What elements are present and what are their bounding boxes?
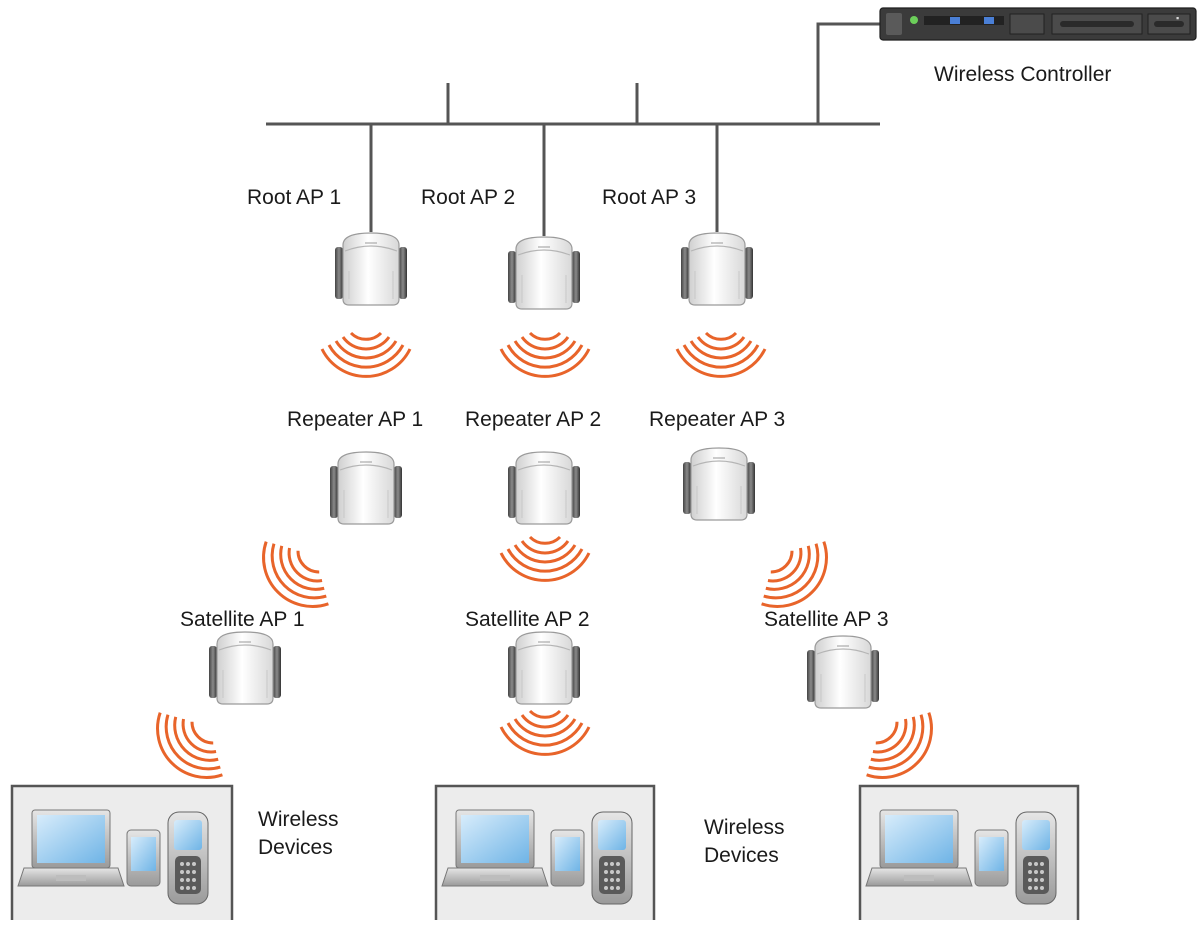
root-ap-3-icon [680,232,754,306]
repeater-ap-2-icon [507,451,581,525]
wireless-controller-label: Wireless Controller [934,63,1112,86]
device-group-2 [434,784,656,925]
repeater-ap-1-label: Repeater AP 1 [287,408,424,431]
root-ap-2-icon [507,236,581,310]
wireless-devices-label-1: Wireless Devices [258,806,339,862]
wireless-signal-icon [499,331,591,378]
svg-text:▪: ▪ [1176,13,1179,23]
wireless-devices-label-line2: Devices [258,836,333,859]
wireless-signal-icon [499,535,591,582]
root-ap-1-label: Root AP 1 [247,186,342,209]
device-group-3 [858,784,1080,925]
wireless-devices-label-line2: Devices [704,844,779,867]
root-ap-3-label: Root AP 3 [602,186,697,209]
satellite-ap-1-icon [208,631,282,705]
wireless-signal-icon [139,699,236,796]
satellite-ap-3-label: Satellite AP 3 [764,608,889,631]
wireless-devices-label-line1: Wireless [704,816,785,839]
wireless-devices-label-line1: Wireless [258,808,339,831]
satellite-ap-1-label: Satellite AP 1 [180,608,305,631]
repeater-ap-1-icon [329,451,403,525]
wireless-devices-label-2: Wireless Devices [704,814,785,870]
wired-backbone [266,22,880,236]
wireless-controller-icon: ▪ [879,7,1197,41]
repeater-ap-3-icon [682,447,756,521]
wireless-signal-icon [320,331,412,378]
wireless-signal-icon [853,699,950,796]
root-ap-1-icon [334,232,408,306]
repeater-ap-2-label: Repeater AP 2 [465,408,602,431]
satellite-ap-2-icon [507,631,581,705]
wireless-signal-icon [675,331,767,378]
repeater-ap-3-label: Repeater AP 3 [649,408,786,431]
controller-uplink-line [816,22,880,124]
device-group-1 [10,784,234,925]
satellite-ap-2-label: Satellite AP 2 [465,608,590,631]
wireless-signal-icon [499,709,591,756]
satellite-ap-3-icon [806,635,880,709]
root-ap-2-label: Root AP 2 [421,186,516,209]
